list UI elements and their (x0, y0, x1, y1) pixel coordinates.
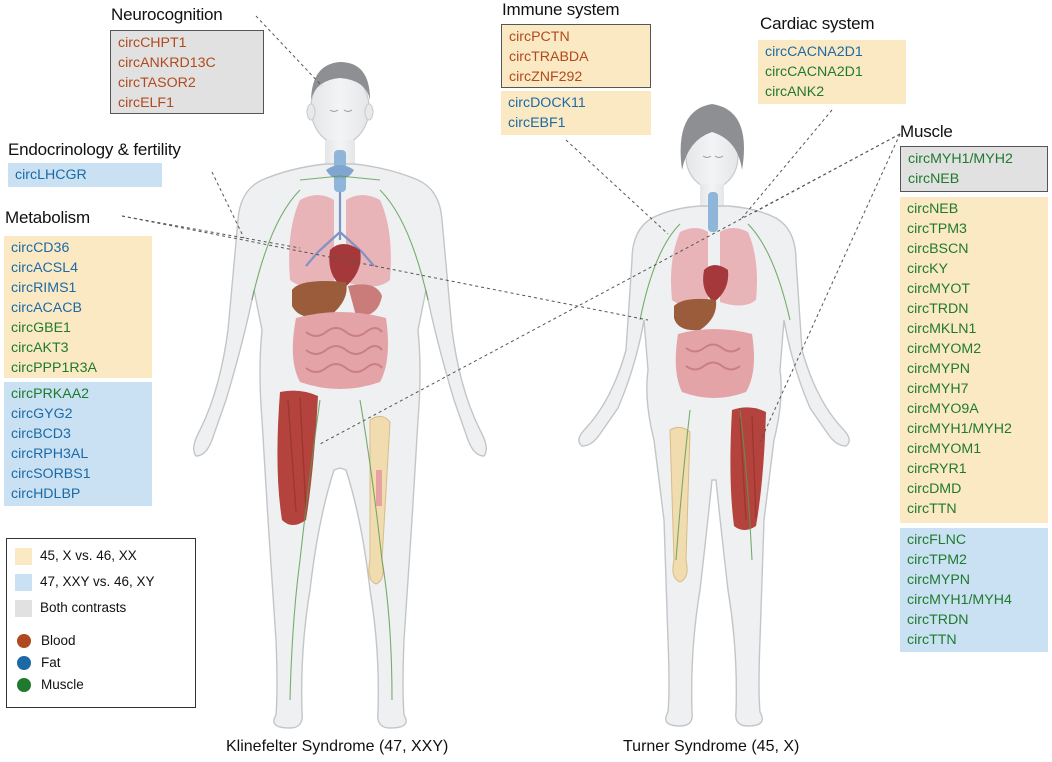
gene-label: circMYPN (907, 572, 971, 588)
gene-label: circCD36 (11, 240, 70, 256)
legend-label: 47, XXY vs. 46, XY (40, 574, 155, 590)
endocrinology-heading: Endocrinology & fertility (8, 140, 181, 159)
gene-label: circCHPT1 (118, 35, 187, 51)
turner-caption: Turner Syndrome (45, X) (623, 738, 800, 755)
muscle-box-klinefelter: circFLNC circTPM2 circMYPN circMYH1/MYH4… (900, 528, 1048, 652)
legend-swatch (15, 548, 32, 565)
legend-item-both: Both contrasts (15, 600, 126, 617)
gene-label: circCACNA2D1 (765, 64, 863, 80)
gene-label: circTASOR2 (118, 75, 196, 91)
immune-heading: Immune system (502, 0, 620, 19)
gene-label: circMYOM2 (907, 341, 982, 357)
immune-box-turner: circDOCK11 circEBF1 (501, 91, 651, 135)
legend-swatch (15, 600, 32, 617)
legend-label: Blood (41, 633, 76, 648)
connector-lines (121, 15, 901, 445)
gene-label: circMKLN1 (907, 321, 977, 337)
muscle-heading: Muscle (900, 122, 953, 141)
gene-label: circBCD3 (11, 426, 71, 442)
metabolism-box-turner: circCD36 circACSL4 circRIMS1 circACACB c… (4, 236, 152, 378)
legend-dot (17, 678, 31, 693)
gene-label: circPRKAA2 (11, 386, 90, 402)
cardiac-box-turner: circCACNA2D1 circCACNA2D1 circANK2 (758, 40, 906, 104)
gene-label: circACACB (11, 300, 82, 316)
gene-label: circGYG2 (11, 406, 73, 422)
gene-label: circDMD (907, 481, 962, 497)
gene-label: circTRABDA (509, 49, 589, 65)
legend-dot (17, 656, 31, 671)
gene-label: circKY (907, 261, 948, 277)
legend-item-fat: Fat (15, 655, 61, 671)
cardiac-heading: Cardiac system (760, 14, 875, 33)
gene-label: circTRDN (907, 301, 969, 317)
gene-label: circDOCK11 (508, 95, 586, 111)
gene-label: circMYH1/MYH4 (907, 592, 1012, 608)
legend-item-blood: Blood (15, 633, 76, 649)
legend-item-muscle: Muscle (15, 677, 84, 693)
gene-label: circLHCGR (15, 167, 87, 183)
gene-label: circEBF1 (508, 115, 566, 131)
neurocognition-heading: Neurocognition (111, 5, 223, 24)
male-body-figure (193, 62, 487, 729)
gene-label: circMYOT (907, 281, 971, 297)
gene-label: circRIMS1 (11, 280, 77, 296)
legend-swatch (15, 574, 32, 591)
gene-label: circMYH7 (907, 381, 969, 397)
gene-label: circMYH1/MYH2 (907, 421, 1012, 437)
gene-label: circACSL4 (11, 260, 79, 276)
gene-label: circMYH1/MYH2 (908, 151, 1013, 167)
gene-label: circHDLBP (11, 486, 81, 502)
gene-label: circBSCN (907, 241, 969, 257)
gene-label: circNEB (908, 171, 960, 187)
legend-label: Muscle (41, 677, 84, 692)
muscle-box-turner: circNEB circTPM3 circBSCN circKY circMYO… (900, 197, 1048, 523)
gene-label: circAKT3 (11, 340, 69, 356)
legend: 45, X vs. 46, XX 47, XXY vs. 46, XY Both… (6, 538, 196, 708)
gene-label: circSORBS1 (11, 466, 91, 482)
gene-label: circCACNA2D1 (765, 44, 863, 60)
legend-item-turner: 45, X vs. 46, XX (15, 548, 137, 565)
metabolism-box-klinefelter: circPRKAA2 circGYG2 circBCD3 circRPH3AL … (4, 382, 152, 506)
gene-label: circTTN (907, 632, 957, 648)
gene-label: circTTN (907, 501, 957, 517)
female-body-figure (578, 104, 850, 727)
muscle-box-both: circMYH1/MYH2 circNEB (900, 146, 1048, 192)
gene-label: circANKRD13C (118, 55, 216, 71)
gene-label: circMYO9A (907, 401, 979, 417)
immune-box-turner-bordered: circPCTN circTRABDA circZNF292 (501, 24, 651, 88)
legend-label: Fat (41, 655, 61, 670)
legend-label: Both contrasts (40, 600, 127, 616)
gene-label: circELF1 (118, 95, 174, 111)
metabolism-heading: Metabolism (5, 208, 90, 227)
klinefelter-caption: Klinefelter Syndrome (47, XXY) (226, 738, 449, 755)
endocrinology-box-klinefelter: circLHCGR (8, 163, 162, 187)
gene-label: circTPM3 (907, 221, 967, 237)
gene-label: circRYR1 (907, 461, 967, 477)
gene-label: circGBE1 (11, 320, 71, 336)
gene-label: circMYOM1 (907, 441, 982, 457)
gene-label: circFLNC (907, 532, 967, 548)
gene-label: circPCTN (509, 29, 570, 45)
gene-label: circPPP1R3A (11, 360, 97, 376)
gene-label: circZNF292 (509, 69, 583, 85)
gene-label: circTPM2 (907, 552, 967, 568)
gene-label: circRPH3AL (11, 446, 89, 462)
gene-label: circMYPN (907, 361, 971, 377)
legend-label: 45, X vs. 46, XX (40, 548, 137, 564)
gene-label: circTRDN (907, 612, 969, 628)
legend-item-klinefelter: 47, XXY vs. 46, XY (15, 574, 155, 591)
legend-dot (17, 634, 31, 649)
neurocognition-box-both: circCHPT1 circANKRD13C circTASOR2 circEL… (110, 30, 264, 114)
gene-label: circANK2 (765, 84, 825, 100)
gene-label: circNEB (907, 201, 959, 217)
